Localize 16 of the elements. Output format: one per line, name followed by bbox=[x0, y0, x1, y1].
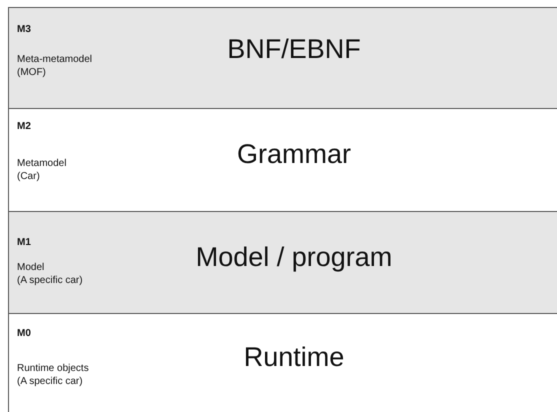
layer-level: M2 bbox=[17, 121, 31, 132]
layer-level: M1 bbox=[17, 237, 31, 248]
layer-title: Model / program bbox=[194, 242, 394, 273]
layer-description: Runtime objects (A specific car) bbox=[17, 362, 89, 388]
layer-description: Metamodel (Car) bbox=[17, 157, 66, 183]
layer-band bbox=[8, 7, 557, 108]
layer-title: Grammar bbox=[236, 139, 352, 170]
layer-band bbox=[8, 211, 557, 313]
layer-description: Meta-metamodel (MOF) bbox=[17, 53, 92, 79]
layer-level: M0 bbox=[17, 328, 31, 339]
layer-band bbox=[8, 108, 557, 211]
layer-title: BNF/EBNF bbox=[226, 34, 362, 65]
layer-title: Runtime bbox=[242, 342, 346, 373]
layer-description: Model (A specific car) bbox=[17, 261, 83, 287]
layer-band bbox=[8, 313, 557, 412]
layer-level: M3 bbox=[17, 24, 31, 35]
